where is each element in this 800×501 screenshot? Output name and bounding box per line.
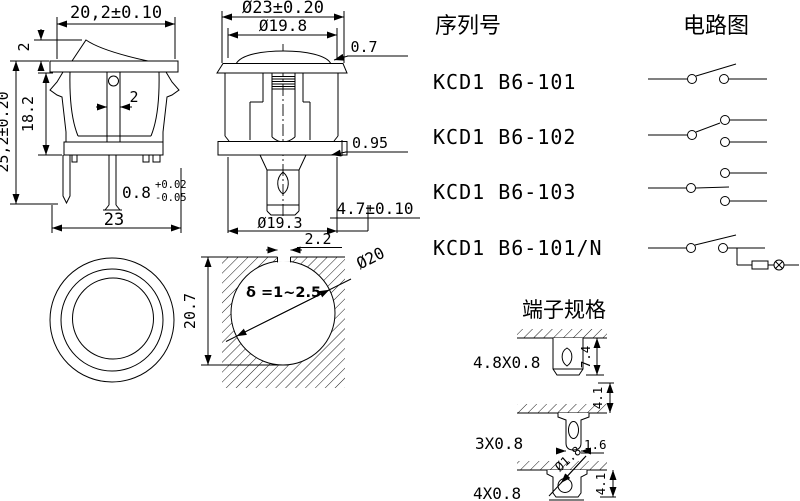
dim-rocker-height-label: 2 (15, 42, 33, 51)
dim-body-height: 18.2 (19, 72, 62, 156)
dim-bezel-dia: Ø23±0.20 (221, 0, 345, 63)
serial-column-title: 序列号 (435, 14, 501, 39)
dim-lip-height: 0.7 (333, 38, 408, 61)
base-foot-right2 (152, 155, 161, 163)
circuit-spst-b6-101 (648, 63, 767, 84)
panel-thickness-note: δ =1~2.5 (246, 285, 321, 301)
dim-rocker-dia-label: Ø19.8 (259, 16, 307, 35)
dim-cutout-height-label: 20.7 (181, 293, 199, 329)
dim-front-width-label: 20,2±0.10 (70, 3, 162, 23)
center-terminal-pin (103, 155, 122, 211)
circuit-spst-neon-b6-101n (648, 234, 799, 271)
bezel-circle (49, 257, 175, 383)
top-view-drawing (49, 257, 175, 383)
dim-pin-tol-upper: +0.02 (155, 179, 187, 191)
side-body (224, 73, 339, 143)
dim-lip-height-label: 0.7 (350, 38, 377, 56)
terminal-4x0p8: Ø1.8 4.1 4X0.8 (473, 443, 617, 501)
dim-notch-width: 2.2 (266, 230, 342, 254)
dim-front-width: 20,2±0.10 (56, 3, 176, 59)
resistor-symbol (751, 260, 769, 270)
base-foot-right1 (142, 155, 150, 163)
dim-pin-thickness: 0.8 +0.02 -0.05 (122, 179, 187, 204)
dim-terminal1-depth: 7.4 (578, 346, 593, 369)
dim-terminal2-above: 4.1 (590, 387, 605, 410)
terminal-tab-1 (552, 338, 584, 376)
dim-total-height: 25,2±0.20 (0, 60, 58, 205)
rocker-circle (72, 277, 154, 360)
terminal-3x0p8: 4.1 1.6 3X0.8 (475, 382, 614, 455)
terminal-hole-3 (557, 478, 573, 493)
body-right-outline (162, 71, 180, 142)
dim-base-width-label: 23 (104, 210, 124, 230)
front-view-drawing: 20,2±0.10 2 2 18.2 25,2±0.20 0.8 +0.0 (0, 3, 187, 233)
rocker-actuator-outline (71, 39, 149, 62)
dim-body-height-label: 18.2 (19, 96, 37, 132)
dim-rocker-height: 2 (15, 29, 82, 71)
terminal-spec-section: 端子规格 7.4 4.8X0.8 4.1 1.6 3X0.8 (473, 298, 617, 501)
terminal-tab-2 (557, 413, 590, 451)
dim-rocker-dia: Ø19.8 (227, 16, 338, 58)
dim-boss-height-label: 4.7±0.10 (336, 199, 413, 218)
dim-pin-thickness-label: 0.8 (122, 183, 151, 202)
circuit-spdt-on-on-b6-102 (648, 115, 767, 147)
switch-base (63, 141, 164, 156)
model-kcd1-b6-101n: KCD1 B6-101/N (433, 236, 603, 260)
circuit-column-title: 电路图 (683, 14, 749, 39)
dim-pin-tol-lower: -0.05 (155, 192, 187, 204)
model-kcd1-b6-103: KCD1 B6-103 (433, 180, 576, 204)
panel-hatch-band-2 (517, 404, 607, 413)
dim-actuator-width: 2 (96, 88, 139, 111)
cavity-right-wall (150, 71, 160, 137)
front-flange (49, 60, 179, 73)
terminal-section-title: 端子规格 (522, 298, 606, 322)
dim-terminal2-width: 1.6 (584, 437, 607, 452)
dim-bezel-dia-label: Ø23±0.20 (242, 0, 324, 18)
circuit-column: 电路图 (648, 14, 799, 271)
left-terminal-pin (62, 155, 71, 205)
terminal-hole-2 (568, 421, 579, 439)
terminal-hole-1 (561, 347, 573, 367)
lower-boss (259, 154, 307, 216)
dim-body-dia-label: Ø19.3 (257, 214, 302, 232)
serial-list: 序列号 KCD1 B6-101 KCD1 B6-102 KCD1 B6-103 … (433, 14, 603, 260)
dim-boss-height: 4.7±0.10 (330, 199, 420, 231)
panel-cutout-drawing: 2.2 20.7 Ø20 δ =1~2.5 (181, 230, 388, 388)
rocker-dome (235, 50, 332, 65)
notch-clear (276, 255, 292, 262)
dim-terminal3-above: 4.1 (593, 473, 608, 496)
model-kcd1-b6-102: KCD1 B6-102 (433, 125, 576, 149)
dim-washer-thickness-label: 0.95 (352, 134, 388, 152)
rim-circle (60, 268, 164, 372)
mounting-washer (217, 141, 348, 156)
neon-lamp-symbol (773, 259, 785, 271)
panel-hatch-band-1 (517, 329, 607, 338)
side-view-drawing: Ø23±0.20 Ø19.8 0.7 0.95 4.7±0.10 (216, 0, 420, 235)
dim-body-dia: Ø19.3 (227, 157, 368, 235)
circuit-spdt-on-off-on-b6-103 (648, 168, 767, 206)
terminal3-label: 4X0.8 (473, 484, 521, 501)
side-flange (216, 63, 348, 74)
model-kcd1-b6-101: KCD1 B6-101 (433, 70, 576, 94)
dim-cutout-dia-label: Ø20 (353, 243, 387, 273)
teardrop-hole (277, 171, 289, 195)
shaft-pivot-hole (108, 75, 119, 87)
panel-hatch-band-3 (517, 461, 607, 470)
base-foot-left (71, 155, 78, 163)
cavity-left-wall (69, 71, 79, 137)
dim-washer-thickness: 0.95 (330, 134, 408, 157)
terminal2-label: 3X0.8 (475, 434, 523, 453)
dim-cutout-height: 20.7 (181, 256, 288, 366)
body-left-outline (49, 71, 67, 142)
dim-base-width: 23 (51, 168, 182, 233)
terminal-4p8x0p8: 7.4 4.8X0.8 (473, 329, 607, 376)
dim-notch-width-label: 2.2 (304, 230, 331, 248)
terminal1-label: 4.8X0.8 (473, 353, 540, 372)
dim-actuator-width-label: 2 (129, 88, 138, 106)
dim-total-height-label: 25,2±0.20 (0, 91, 12, 172)
